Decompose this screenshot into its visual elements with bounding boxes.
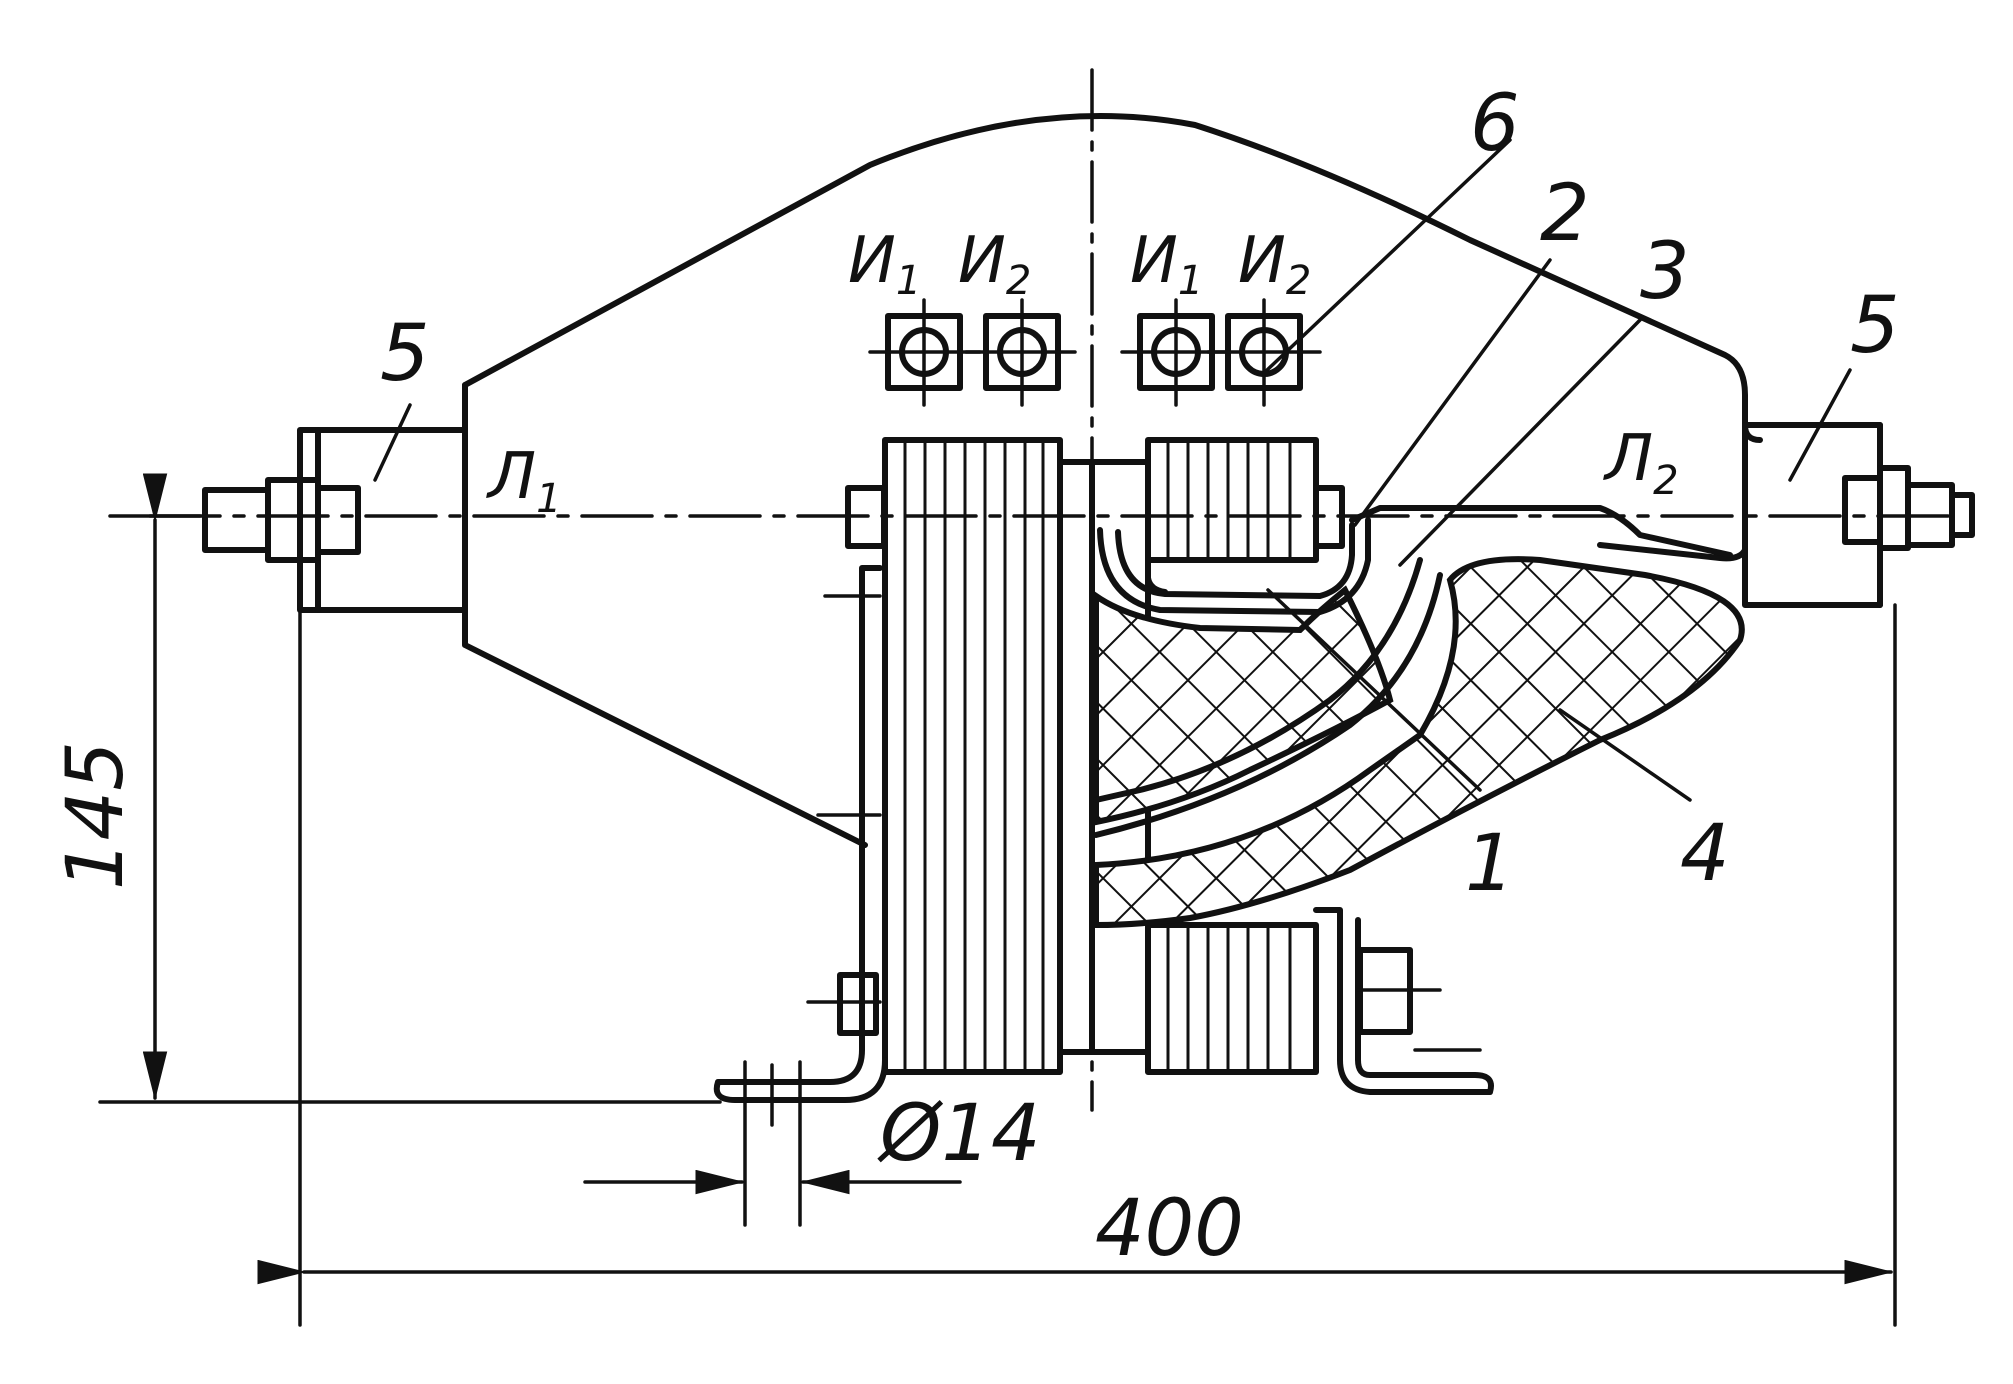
terminal-l1: Л1 [486,440,562,522]
terminal-l2: Л2 [1603,422,1679,504]
callout-2: 2 [1540,169,1590,259]
core-bolt-left-top [845,485,887,549]
core-bolt-left-bottom [837,972,879,1036]
leader-3 [1398,318,1642,567]
primary-conductor-bar [1093,505,1733,838]
primary-terminal-left [202,427,468,613]
callout-6: 6 [1470,79,1520,169]
secondary-winding [1097,517,1371,615]
mounting-bracket-right [1313,907,1494,1095]
callout-1: 1 [1465,819,1515,909]
callout-3: 3 [1640,227,1690,317]
dim-height-value: 145 [51,741,141,890]
leader-5-right [1788,368,1852,482]
callout-5-right: 5 [1850,281,1900,371]
secondary-terminals [868,298,1322,407]
callout-5-left: 5 [380,309,430,399]
dim-hole-value: Ø14 [877,1089,1041,1179]
housing-right-lower [1597,497,1748,562]
housing-outline [462,113,1763,443]
terminal-i1-b: И1 [1130,224,1203,304]
magnetic-core-left [882,437,1095,1075]
dim-width-value: 400 [1095,1184,1244,1274]
mounting-bracket-left [713,565,888,1103]
cast-insulation-inner [1093,585,1394,826]
core-bolt-right-top [1313,485,1345,549]
terminal-i2-b: И2 [1238,224,1311,304]
primary-terminal-right [1742,422,1975,608]
callout-4: 4 [1680,809,1730,899]
terminal-i2-a: И2 [958,224,1031,304]
leader-1 [1266,588,1482,792]
leader-5-left [373,403,412,482]
leader-2 [1353,258,1552,527]
terminal-i1-a: И1 [848,224,921,304]
leader-6 [1263,138,1512,374]
leader-4 [1558,708,1692,802]
